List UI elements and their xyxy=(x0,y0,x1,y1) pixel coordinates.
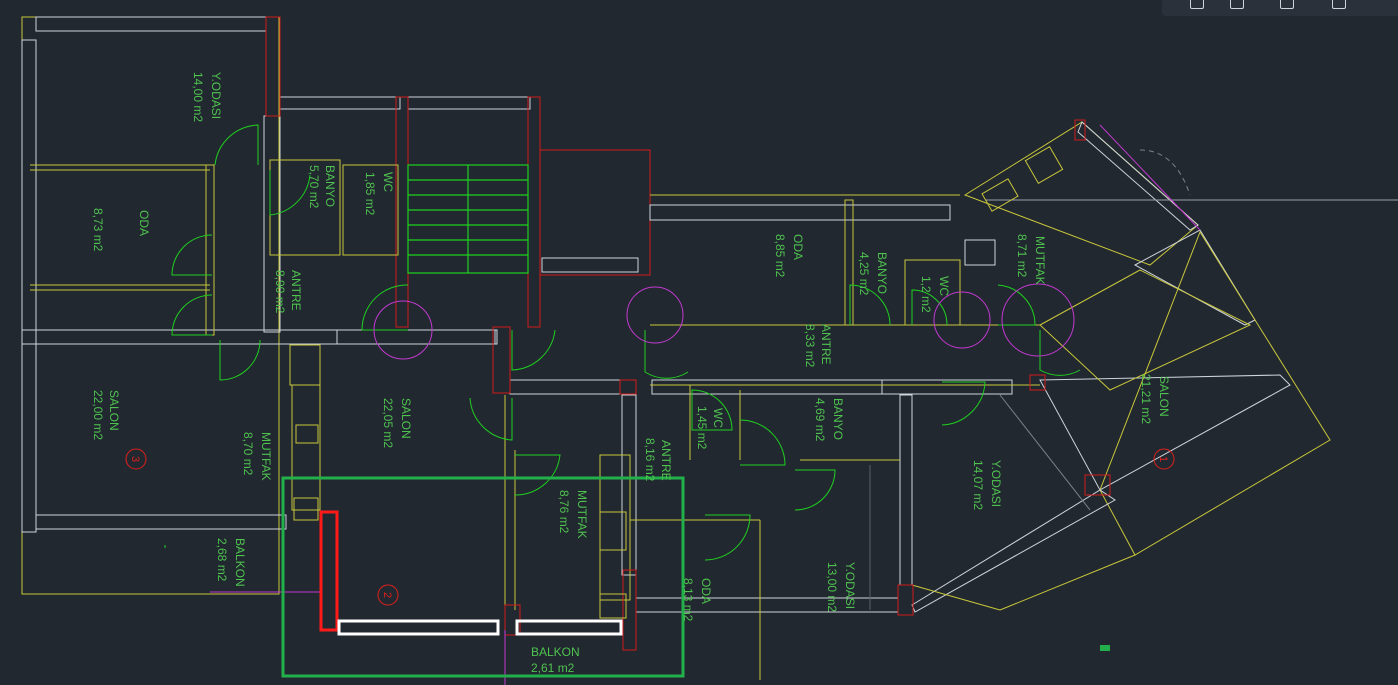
room-area: 1,2 m2 xyxy=(919,276,933,313)
room-area: 2,61 m2 xyxy=(531,661,575,675)
window-icon[interactable] xyxy=(1332,0,1346,9)
doors xyxy=(164,124,1081,561)
room-area: 13,00 m2 xyxy=(825,562,839,612)
room-area: 14,07 m2 xyxy=(971,460,985,510)
svg-text:2: 2 xyxy=(381,592,393,598)
room-label: ANTRE xyxy=(819,324,833,365)
highlighted-window-right[interactable] xyxy=(515,619,623,636)
room-area: 8,76 m2 xyxy=(557,490,571,534)
room-label: BANYO xyxy=(831,398,845,440)
unit-marker-3: 3 xyxy=(125,448,147,470)
room-label: WC xyxy=(937,276,951,296)
room-label: BANYO xyxy=(323,165,337,207)
room-area: 8,70 m2 xyxy=(241,432,255,476)
room-area: 5,70 m2 xyxy=(307,165,321,209)
room-area: 22,05 m2 xyxy=(381,398,395,448)
room-label: ANTRE xyxy=(289,270,303,311)
room-area: 4,25 m2 xyxy=(857,252,871,296)
room-label: ODA xyxy=(791,234,805,260)
settings-icon[interactable] xyxy=(1280,0,1294,9)
stove-icon xyxy=(293,497,319,521)
unit-marker-1: 1 xyxy=(1153,448,1175,470)
fixtures xyxy=(293,146,1064,619)
sink-icon xyxy=(981,178,1019,212)
room-area: 4,69 m2 xyxy=(813,398,827,442)
grip-marker[interactable] xyxy=(1100,645,1110,651)
room-area: 14,00 m2 xyxy=(191,72,205,122)
room-area: 1,45 m2 xyxy=(695,406,709,450)
sink-icon xyxy=(295,424,319,444)
svg-text:3: 3 xyxy=(129,456,141,462)
room-label: MUTFAK xyxy=(1033,236,1047,285)
room-area: 8,33 m2 xyxy=(803,324,817,368)
layers-icon[interactable] xyxy=(1230,0,1244,9)
room-label: Y.ODASI xyxy=(843,562,857,609)
columns xyxy=(265,16,1111,651)
highlighted-window-left[interactable] xyxy=(337,619,500,636)
zoom-icon[interactable] xyxy=(1190,0,1204,9)
viewport-toolbar xyxy=(1162,0,1398,16)
room-label: ODA xyxy=(137,210,151,236)
room-area: 8,73 m2 xyxy=(91,208,105,252)
room-area: 8,85 m2 xyxy=(773,234,787,278)
room-area: 8,90 m2 xyxy=(273,270,287,314)
room-label: WC xyxy=(381,172,395,192)
room-area: 1,85 m2 xyxy=(363,172,377,216)
room-label: BALKON xyxy=(233,538,247,587)
room-label: MUTFAK xyxy=(259,432,273,481)
svg-text:1: 1 xyxy=(1157,456,1169,462)
stove-icon xyxy=(599,593,627,619)
room-area: 8,16 m2 xyxy=(643,438,657,482)
sink-icon xyxy=(599,511,627,551)
room-label: WC xyxy=(711,408,725,428)
unit-marker-2: 2 xyxy=(377,584,399,606)
door-circles xyxy=(210,283,1075,685)
room-area: 8,71 m2 xyxy=(1015,234,1029,278)
room-label: ANTRE xyxy=(659,440,673,481)
room-area: 21,21 m2 xyxy=(1139,374,1153,424)
selection-box[interactable] xyxy=(281,476,685,678)
room-label: Y.ODASI xyxy=(209,72,223,119)
room-label: BANYO xyxy=(875,252,889,294)
room-label: MUTFAK xyxy=(575,490,589,539)
room-label: ODA xyxy=(699,578,713,604)
stove-icon xyxy=(1024,146,1064,184)
room-label: SALON xyxy=(107,390,121,431)
room-label: BALKON xyxy=(531,645,580,659)
room-area: 8,13 m2 xyxy=(681,578,695,622)
room-area: 2,68 m2 xyxy=(215,538,229,582)
room-area: 22,00 m2 xyxy=(91,390,105,440)
room-labels: Y.ODASI 14,00 m2 ODA 8,73 m2 BANYO 5,70 … xyxy=(91,72,1171,675)
room-label: Y.ODASI xyxy=(989,460,1003,507)
highlighted-wall-vertical[interactable] xyxy=(319,510,339,632)
room-label: SALON xyxy=(1157,376,1171,417)
room-label: SALON xyxy=(399,398,413,439)
stairs xyxy=(407,164,529,274)
